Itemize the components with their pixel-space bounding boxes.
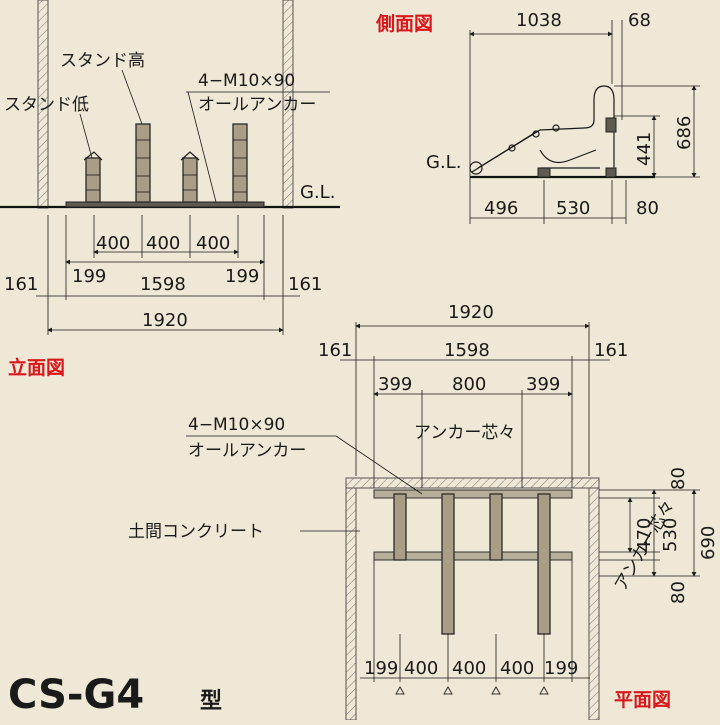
stand-low-2	[180, 151, 200, 203]
side-base-rear	[605, 167, 617, 178]
stand-low-label: スタンド低	[4, 95, 89, 115]
plan-anchor-type: オールアンカー	[188, 441, 306, 461]
plan-dim-399-right: 399	[526, 374, 560, 395]
triangle-marker	[539, 685, 549, 695]
front-elevation: スタンド高 スタンド低 4−M10×90 オールアンカー G.L. 400 40…	[0, 0, 340, 379]
plan-back-wall	[345, 477, 600, 489]
side-dim-441: 441	[634, 132, 655, 166]
side-dim-496: 496	[484, 198, 518, 219]
plan-dim-1598: 1598	[444, 340, 490, 361]
front-dim-1920: 1920	[142, 310, 188, 331]
plan-anchor-center-label: アンカー芯々	[414, 423, 515, 443]
side-dim-686: 686	[674, 116, 695, 150]
side-bracket	[605, 117, 617, 133]
front-dim-400-3: 400	[196, 233, 230, 254]
model-title: CS-G4 型	[8, 672, 222, 718]
plan-dim-1920: 1920	[448, 302, 494, 323]
front-anchor-spec: 4−M10×90	[198, 71, 295, 91]
stand-low-leader	[79, 113, 93, 159]
plan-dim-800: 800	[452, 374, 486, 395]
model-suffix: 型	[200, 689, 222, 714]
side-dim-1038: 1038	[516, 10, 562, 31]
plan-anchor-spec: 4−M10×90	[188, 415, 285, 435]
plan-concrete-label: 土間コンクリート	[128, 522, 264, 542]
triangle-marker	[395, 685, 405, 695]
plan-view: 1920 161 1598 161 399 800 399 4−M10×90 オ…	[128, 302, 719, 721]
side-gl-label: G.L.	[426, 152, 461, 173]
stand-high-leader	[121, 69, 143, 125]
plan-left-wall	[345, 477, 357, 721]
front-dim-199-right: 199	[225, 266, 259, 287]
plan-dim-470: 470	[634, 518, 655, 552]
front-dim-400-1: 400	[96, 233, 130, 254]
front-dim-161-right: 161	[288, 274, 322, 295]
triangle-marker	[491, 685, 501, 695]
front-anchor-type: オールアンカー	[198, 95, 316, 115]
plan-bottom-400-1: 400	[404, 658, 438, 679]
front-dim-161-left: 161	[4, 274, 38, 295]
plan-bottom-199-left: 199	[364, 658, 398, 679]
side-dim-68: 68	[628, 10, 651, 31]
plan-stand-2	[441, 493, 455, 635]
plan-dim-80-top: 80	[668, 467, 689, 490]
model-name: CS-G4	[8, 672, 144, 718]
front-view-title: 立面図	[8, 356, 65, 379]
plan-stand-4	[537, 493, 551, 635]
plan-view-title: 平面図	[614, 689, 671, 711]
front-gl-label: G.L.	[300, 182, 335, 203]
plan-dim-399-left: 399	[378, 374, 412, 395]
plan-dim-690: 690	[698, 526, 719, 560]
stand-high-2	[232, 123, 248, 203]
plan-dim-161-left: 161	[318, 340, 352, 361]
plan-bottom-400-2: 400	[452, 658, 486, 679]
plan-dim-80-bottom: 80	[668, 581, 689, 604]
front-dim-1598: 1598	[140, 274, 186, 295]
plan-dim-530: 530	[660, 518, 681, 552]
plan-right-wall	[588, 477, 600, 721]
side-wheel-guide	[469, 161, 483, 175]
stand-low-1	[83, 151, 103, 203]
front-dim-199-left: 199	[72, 266, 106, 287]
front-dim-400-2: 400	[146, 233, 180, 254]
side-dim-530: 530	[556, 198, 590, 219]
side-view-title: 側面図	[375, 13, 433, 35]
stand-high-label: スタンド高	[60, 51, 145, 71]
plan-front-rail	[373, 551, 573, 561]
plan-stand-3	[489, 493, 503, 561]
plan-bottom-400-3: 400	[500, 658, 534, 679]
triangle-marker	[443, 685, 453, 695]
side-frame-middle	[539, 149, 597, 163]
plan-stand-1	[393, 493, 407, 561]
side-dim-80: 80	[636, 198, 659, 219]
front-anchor-leader	[187, 91, 217, 203]
plan-dim-161-right: 161	[594, 340, 628, 361]
stand-high-1	[135, 123, 151, 203]
side-base-front	[537, 167, 551, 178]
side-frame-upper	[477, 85, 615, 172]
plan-rear-rail	[373, 489, 573, 499]
plan-anchor-leader	[335, 435, 423, 495]
side-elevation: 側面図 G.L. 1038 68 441 686 4	[375, 10, 700, 224]
plan-bottom-199-right: 199	[544, 658, 578, 679]
base-plate	[65, 201, 265, 208]
